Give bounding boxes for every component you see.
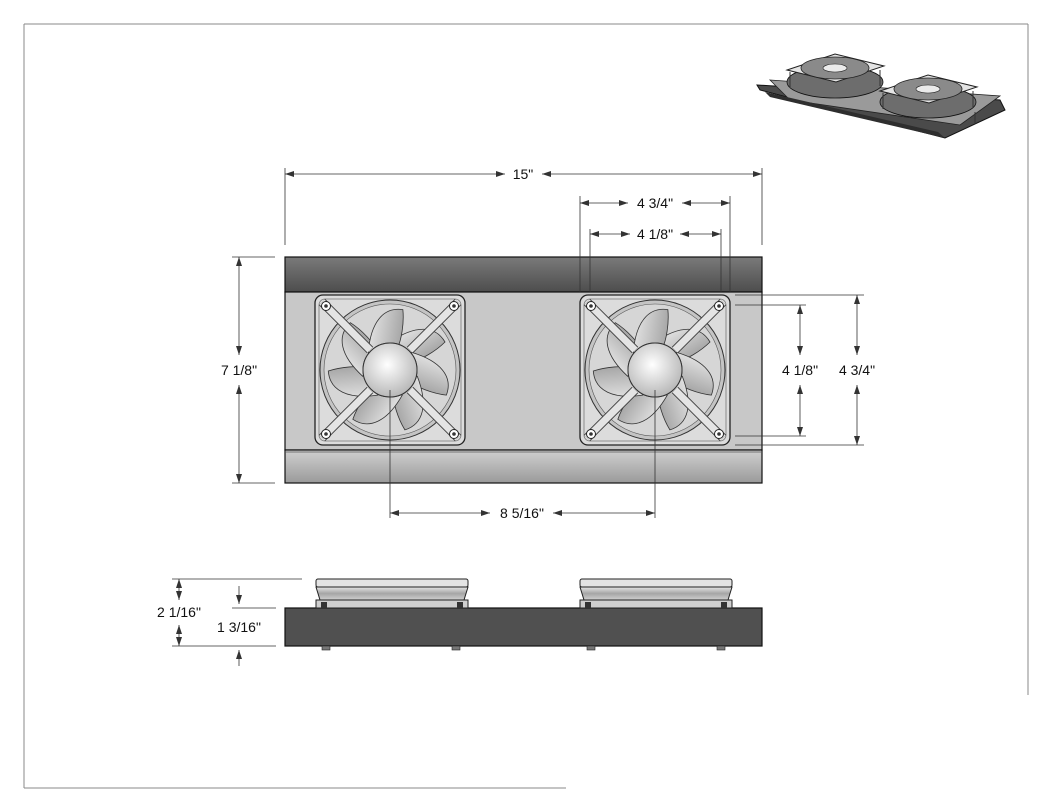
fan-frame-width-label: 4 3/4" [637, 195, 673, 211]
sheet-border [23, 23, 1029, 789]
plate-top-band [284, 256, 763, 293]
fan-spacing-label: 8 5/16" [500, 505, 544, 521]
dimension-lines [172, 168, 864, 666]
top-view [284, 256, 763, 484]
total-thickness-label: 2 1/16" [157, 604, 201, 620]
plate-lower-band [284, 449, 763, 484]
fan-frame-height-label: 4 3/4" [839, 362, 875, 378]
overall-height-label: 7 1/8" [221, 362, 257, 378]
isometric-view [756, 53, 1006, 139]
overall-width-label: 15" [513, 166, 534, 182]
fan-thickness-label: 1 3/16" [217, 619, 261, 635]
fan-hole-width-label: 4 1/8" [637, 226, 673, 242]
side-plate [284, 607, 763, 647]
side-view [284, 578, 763, 651]
fan-hole-height-label: 4 1/8" [782, 362, 818, 378]
